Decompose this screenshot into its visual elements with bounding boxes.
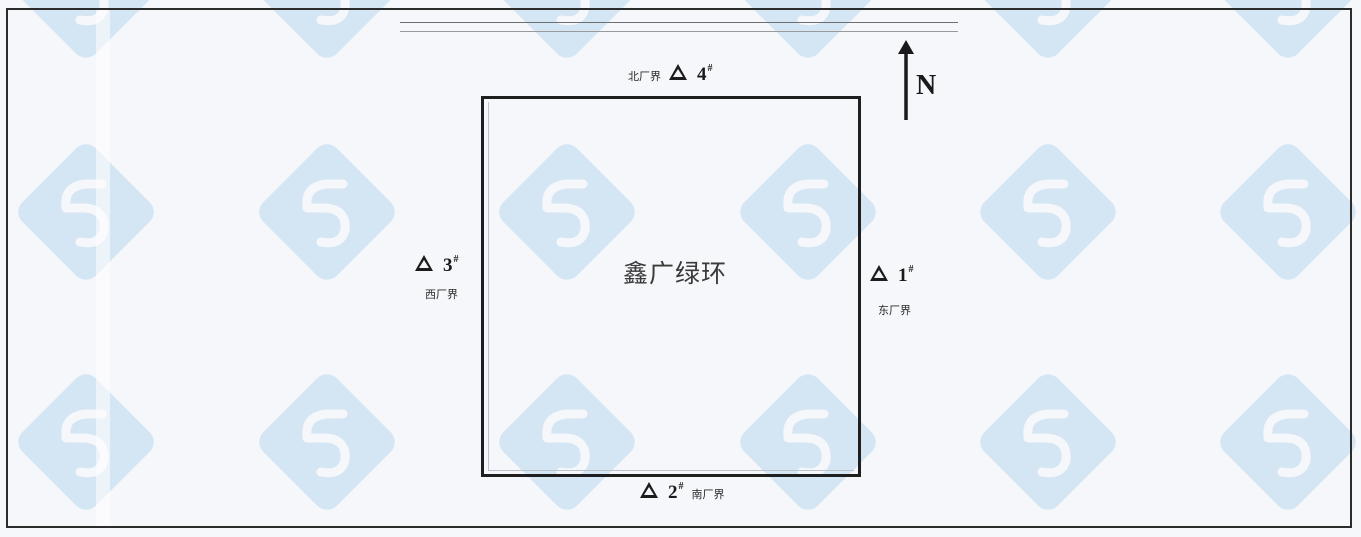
monitoring-point-1: 1# [870, 264, 914, 287]
boundary-label-east: 东厂界 [878, 304, 911, 317]
monitoring-point-4: 北厂界 4# [628, 63, 713, 86]
header-rule-bottom [400, 31, 958, 32]
point-number-value: 3 [443, 255, 453, 276]
triangle-marker-icon [870, 265, 888, 281]
point-number-sup: # [453, 254, 459, 265]
point-number-sup: # [707, 63, 713, 74]
point-number-value: 1 [898, 265, 908, 286]
site-boundary [481, 96, 861, 477]
site-name: 鑫广绿环 [622, 259, 727, 288]
point-number-sup: # [908, 264, 914, 275]
north-arrow-icon [898, 40, 914, 120]
point-number-value: 2 [668, 482, 678, 503]
header-rule-top [400, 22, 958, 23]
boundary-label-south: 南厂界 [691, 488, 725, 501]
north-arrow: N [896, 40, 946, 122]
boundary-label-north: 北厂界 [628, 70, 661, 83]
point-number: 3# [443, 254, 459, 276]
point-number: 1# [898, 264, 914, 286]
triangle-marker-icon [669, 64, 687, 80]
point-number: 4# [697, 63, 713, 85]
point-number-value: 4 [697, 64, 707, 85]
point-number: 2# [668, 481, 684, 503]
boundary-label-west: 西厂界 [425, 288, 458, 301]
monitoring-point-3: 3# [415, 254, 459, 277]
scan-stripe [96, 10, 110, 526]
outer-frame [6, 8, 1352, 528]
triangle-marker-icon [415, 255, 433, 271]
north-letter: N [916, 70, 937, 101]
monitoring-point-2: 2# 南厂界 [640, 481, 725, 504]
site-boundary-inner-edge [488, 102, 854, 471]
triangle-marker-icon [640, 482, 658, 498]
point-number-sup: # [678, 481, 684, 492]
